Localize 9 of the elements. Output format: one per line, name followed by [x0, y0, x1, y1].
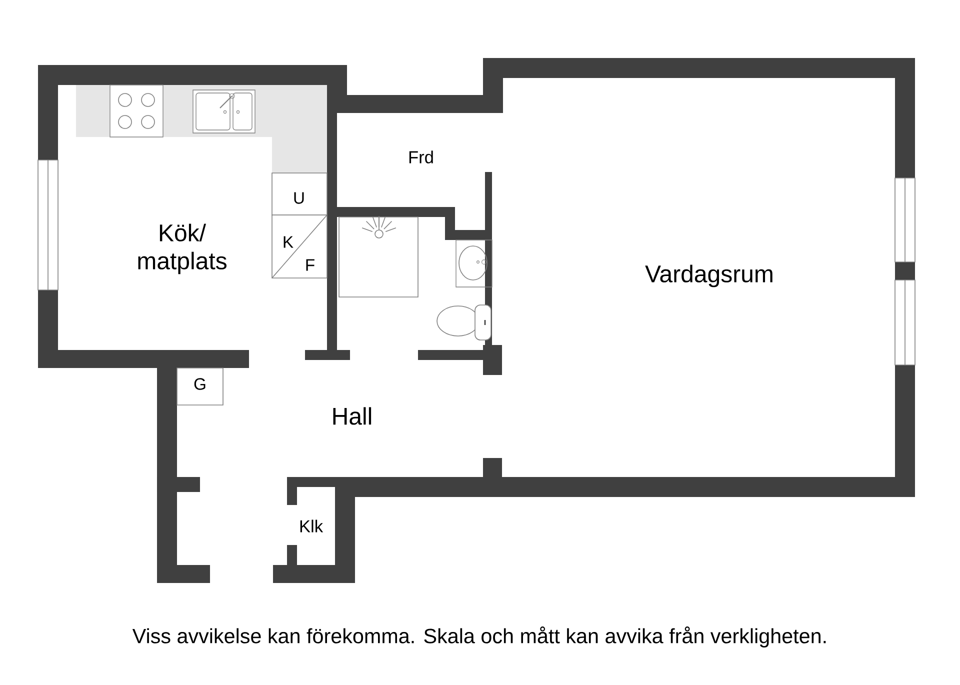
room-label: Kök/ matplats — [138, 224, 226, 274]
caption: Viss avvikelse kan förekomma. Skala och mått kan avvika från verkligheten. — [132, 626, 826, 648]
cabinet-box: K F — [272, 214, 328, 278]
room-label: Klk — [300, 520, 324, 532]
room-label: Hall — [333, 407, 372, 425]
cabinet-box: U — [272, 172, 328, 216]
room-label: Frd — [409, 150, 433, 164]
room-label: Vardagsrum — [645, 264, 772, 288]
cabinet-box: G — [176, 368, 224, 406]
